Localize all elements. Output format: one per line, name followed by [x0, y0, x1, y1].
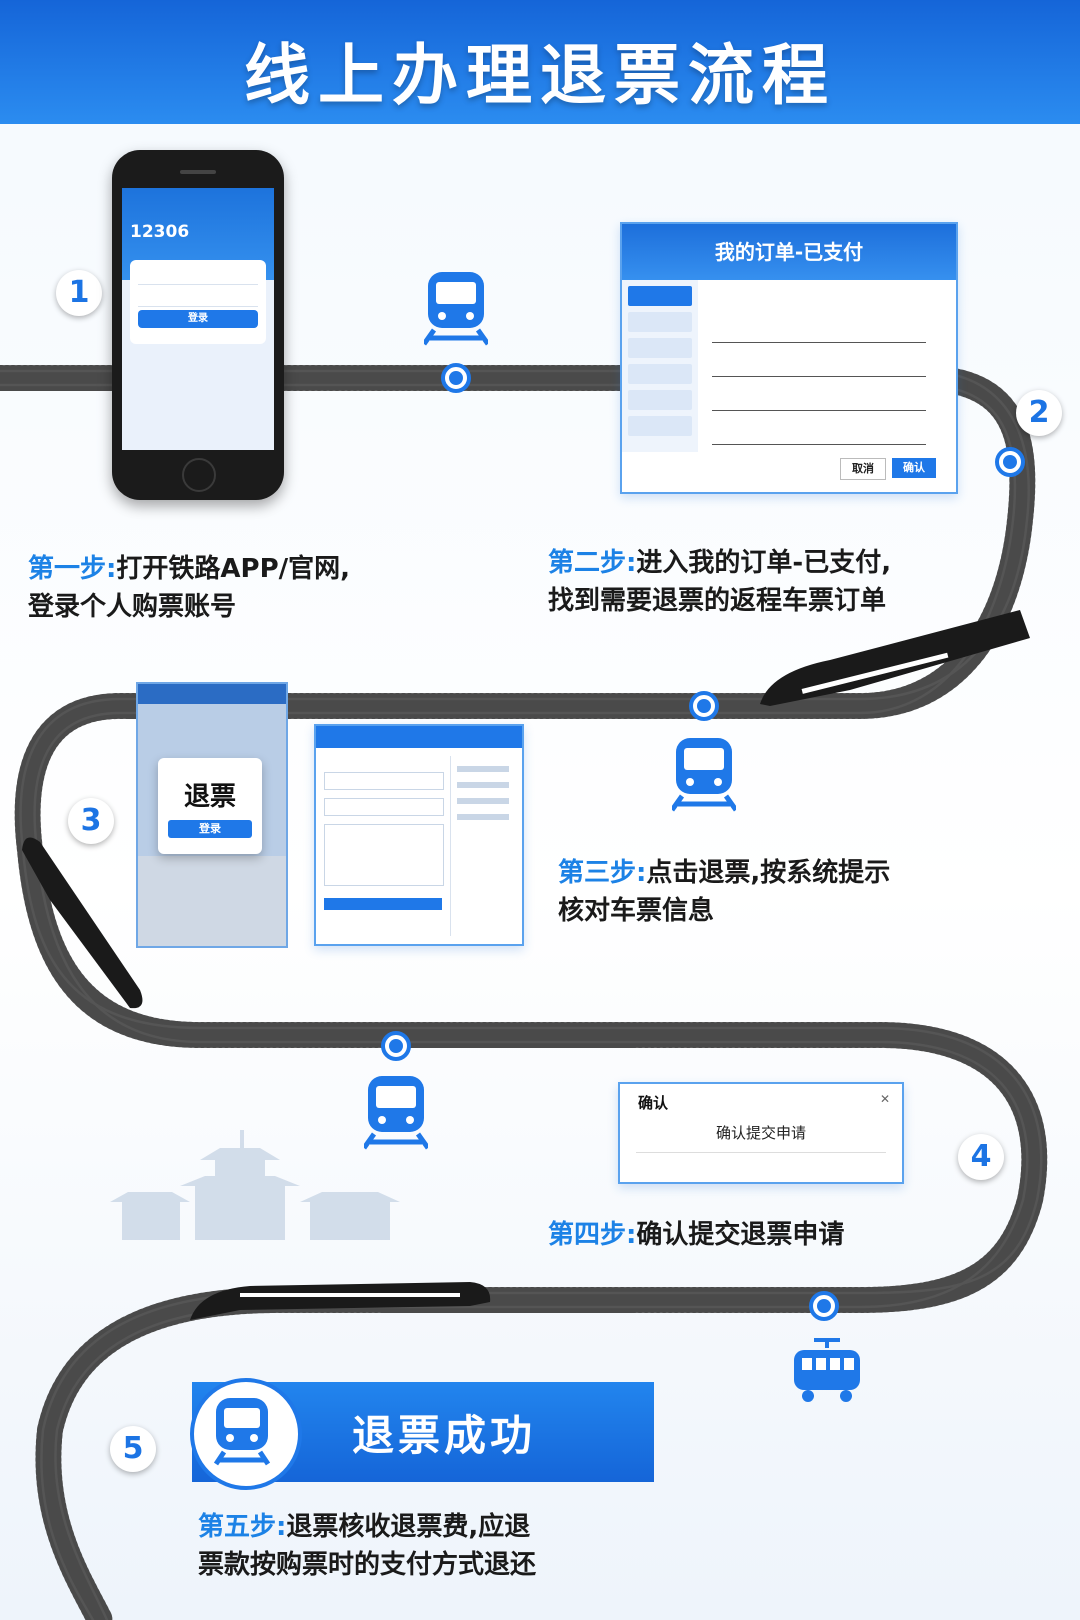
train-front-icon	[364, 1076, 428, 1150]
step-1-label: 第一步:	[28, 554, 117, 584]
step-5-text: 第五步:退票核收退票费,应退 票款按购票时的支付方式退还	[198, 1508, 536, 1584]
phone-speaker	[180, 170, 216, 174]
step-4-line1: 确认提交退票申请	[636, 1220, 845, 1250]
station-dots	[381, 363, 1025, 1321]
confirm-dialog-title: 确认	[638, 1094, 669, 1112]
success-badge	[190, 1378, 302, 1490]
login-card	[130, 260, 266, 344]
ticket-info-form	[314, 724, 524, 946]
step-5-line2: 票款按购票时的支付方式退还	[198, 1550, 537, 1580]
submit-bar[interactable]	[324, 898, 442, 910]
step-3-line2: 核对车票信息	[558, 896, 715, 926]
step-2-line1: 进入我的订单-已支付,	[636, 548, 892, 578]
page-title: 线上办理退票流程	[244, 37, 836, 114]
step-3-line1: 点击退票,按系统提示	[646, 858, 891, 888]
success-banner: 退票成功	[190, 1378, 654, 1490]
close-icon[interactable]: ✕	[879, 1092, 890, 1106]
confirm-dialog: 确认 ✕ 确认提交申请	[618, 1082, 904, 1184]
bullet-train-icon	[22, 837, 143, 1009]
refund-popup-title: 退票	[183, 782, 236, 812]
keypad	[138, 856, 286, 946]
cancel-button[interactable]: 取消	[840, 458, 886, 480]
step-2-line2: 找到需要退票的返程车票订单	[548, 586, 887, 616]
step-5-line1: 退票核收退票费,应退	[286, 1512, 531, 1542]
phone-mockup: 12306 登录	[112, 150, 284, 500]
success-text: 退票成功	[352, 1411, 537, 1460]
phone-screen: 12306 登录	[122, 188, 274, 450]
step-3-text: 第三步:点击退票,按系统提示 核对车票信息	[558, 854, 890, 930]
step-number-5: 5	[110, 1426, 156, 1472]
confirm-dialog-message: 确认提交申请	[715, 1124, 806, 1142]
refund-popup: 退票 登录	[158, 758, 262, 854]
step-number-3: 3	[68, 798, 114, 844]
train-front-icon	[213, 1398, 271, 1466]
step-number-4: 4	[958, 1134, 1004, 1180]
step-3-label: 第三步:	[558, 858, 647, 888]
train-front-icon	[672, 738, 736, 812]
confirm-button[interactable]: 确认	[892, 458, 936, 478]
order-dialog: 我的订单-已支付 取消 确认	[620, 222, 958, 494]
header-banner: 线上办理退票流程	[0, 0, 1080, 124]
step-1-line1: 打开铁路APP/官网,	[116, 554, 351, 584]
textarea-field[interactable]	[324, 824, 444, 886]
step-number-2: 2	[1016, 390, 1062, 436]
select-field[interactable]	[324, 772, 444, 790]
username-field[interactable]	[138, 272, 258, 285]
bullet-train-icon	[190, 1282, 491, 1320]
refund-popup-button[interactable]: 登录	[168, 820, 252, 838]
step-4-label: 第四步:	[548, 1220, 637, 1250]
train-front-icon	[424, 272, 488, 346]
step-1-text: 第一步:打开铁路APP/官网, 登录个人购票账号	[28, 550, 350, 626]
step-4-text: 第四步:确认提交退票申请	[548, 1216, 844, 1254]
step-5-label: 第五步:	[198, 1512, 287, 1542]
step-number-1: 1	[56, 270, 102, 316]
step-1-line2: 登录个人购票账号	[28, 592, 237, 622]
step-2-text: 第二步:进入我的订单-已支付, 找到需要退票的返程车票订单	[548, 544, 891, 620]
app-name: 12306	[130, 222, 190, 242]
bullet-train-icon	[760, 610, 1030, 706]
select-field[interactable]	[324, 798, 444, 816]
step-2-label: 第二步:	[548, 548, 637, 578]
tram-icon	[794, 1338, 860, 1402]
pagoda-silhouette	[110, 1130, 400, 1240]
home-button[interactable]	[182, 458, 216, 492]
password-field[interactable]	[138, 294, 258, 307]
order-sidebar	[622, 280, 698, 452]
order-dialog-title: 我的订单-已支付	[622, 224, 956, 280]
login-button[interactable]: 登录	[138, 310, 258, 328]
